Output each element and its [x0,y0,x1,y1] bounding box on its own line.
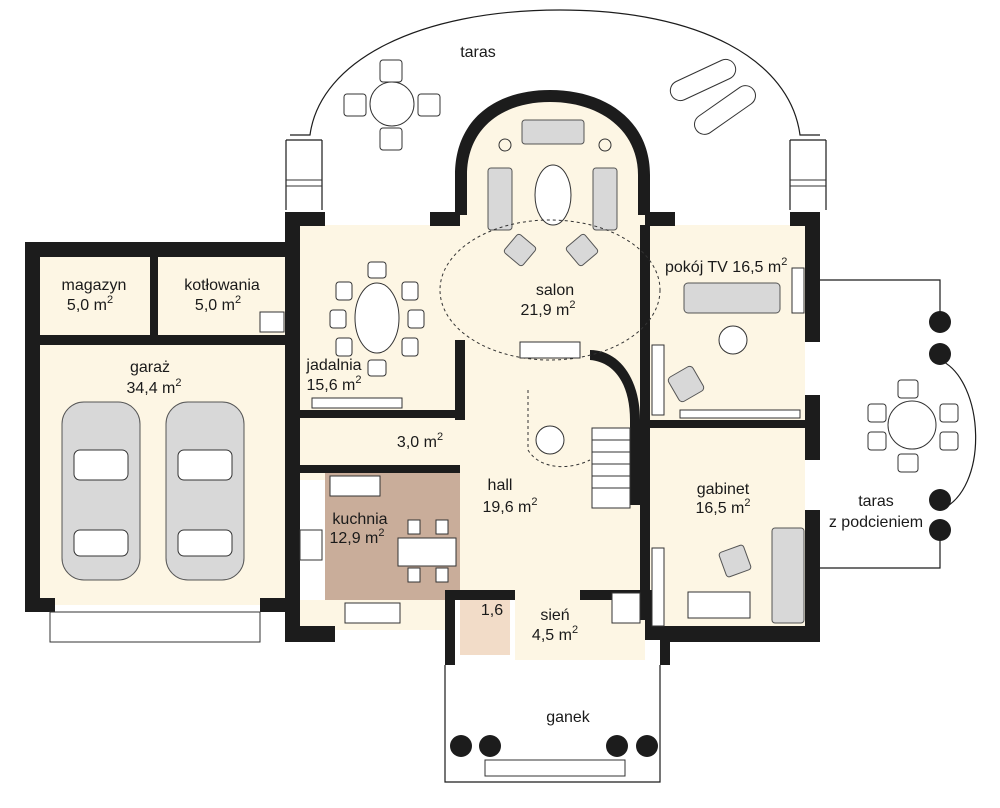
kitchen-furniture [299,475,457,624]
label-kotlowania-area: 5,0 m2 [195,294,241,314]
label-salon-name: salon [536,282,574,299]
label-taras-right-sub: z podcieniem [829,514,923,531]
label-kotlowania-name: kotłowania [184,277,260,294]
label-gabinet-name: gabinet [697,481,750,498]
stairs [259,311,631,509]
label-taras-right-name: taras [858,493,894,510]
tv-room-furniture [651,267,805,419]
garage-cars [49,401,261,643]
label-magazyn-area: 5,0 m2 [67,294,113,314]
label-hall-name: hall [488,477,513,494]
label-magazyn-name: magazyn [62,277,127,294]
right-terrace [820,279,977,569]
office-furniture [611,527,805,627]
label-jadalnia-name: jadalnia [305,357,361,374]
top-terrace [285,9,827,210]
room-labels: taras salon 21,9 m2 pokój TV 16,5 m2 mag… [62,44,924,726]
walls [25,90,820,665]
label-salon-area: 21,9 m2 [520,299,575,319]
label-korytarz-area: 3,0 m2 [397,431,443,451]
label-sien-area: 4,5 m2 [532,624,578,644]
label-jadalnia-area: 15,6 m2 [306,374,361,394]
porch [444,640,670,783]
label-taras-top: taras [460,44,496,61]
label-ganek: ganek [546,709,591,726]
label-hall-area: 19,6 m2 [482,496,537,516]
label-kuchnia-area: 12,9 m2 [329,527,384,547]
dining-furniture [311,261,425,409]
label-tv-room: pokój TV 16,5 m2 [665,256,787,276]
label-sien-name: sień [540,607,569,624]
salon-furniture [439,119,661,361]
label-wc: 1,6 [481,602,503,619]
label-garaz-area: 34,4 m2 [126,377,181,397]
label-gabinet-area: 16,5 m2 [695,497,750,517]
label-kuchnia-name: kuchnia [332,511,387,528]
label-garaz-name: garaż [130,359,170,376]
